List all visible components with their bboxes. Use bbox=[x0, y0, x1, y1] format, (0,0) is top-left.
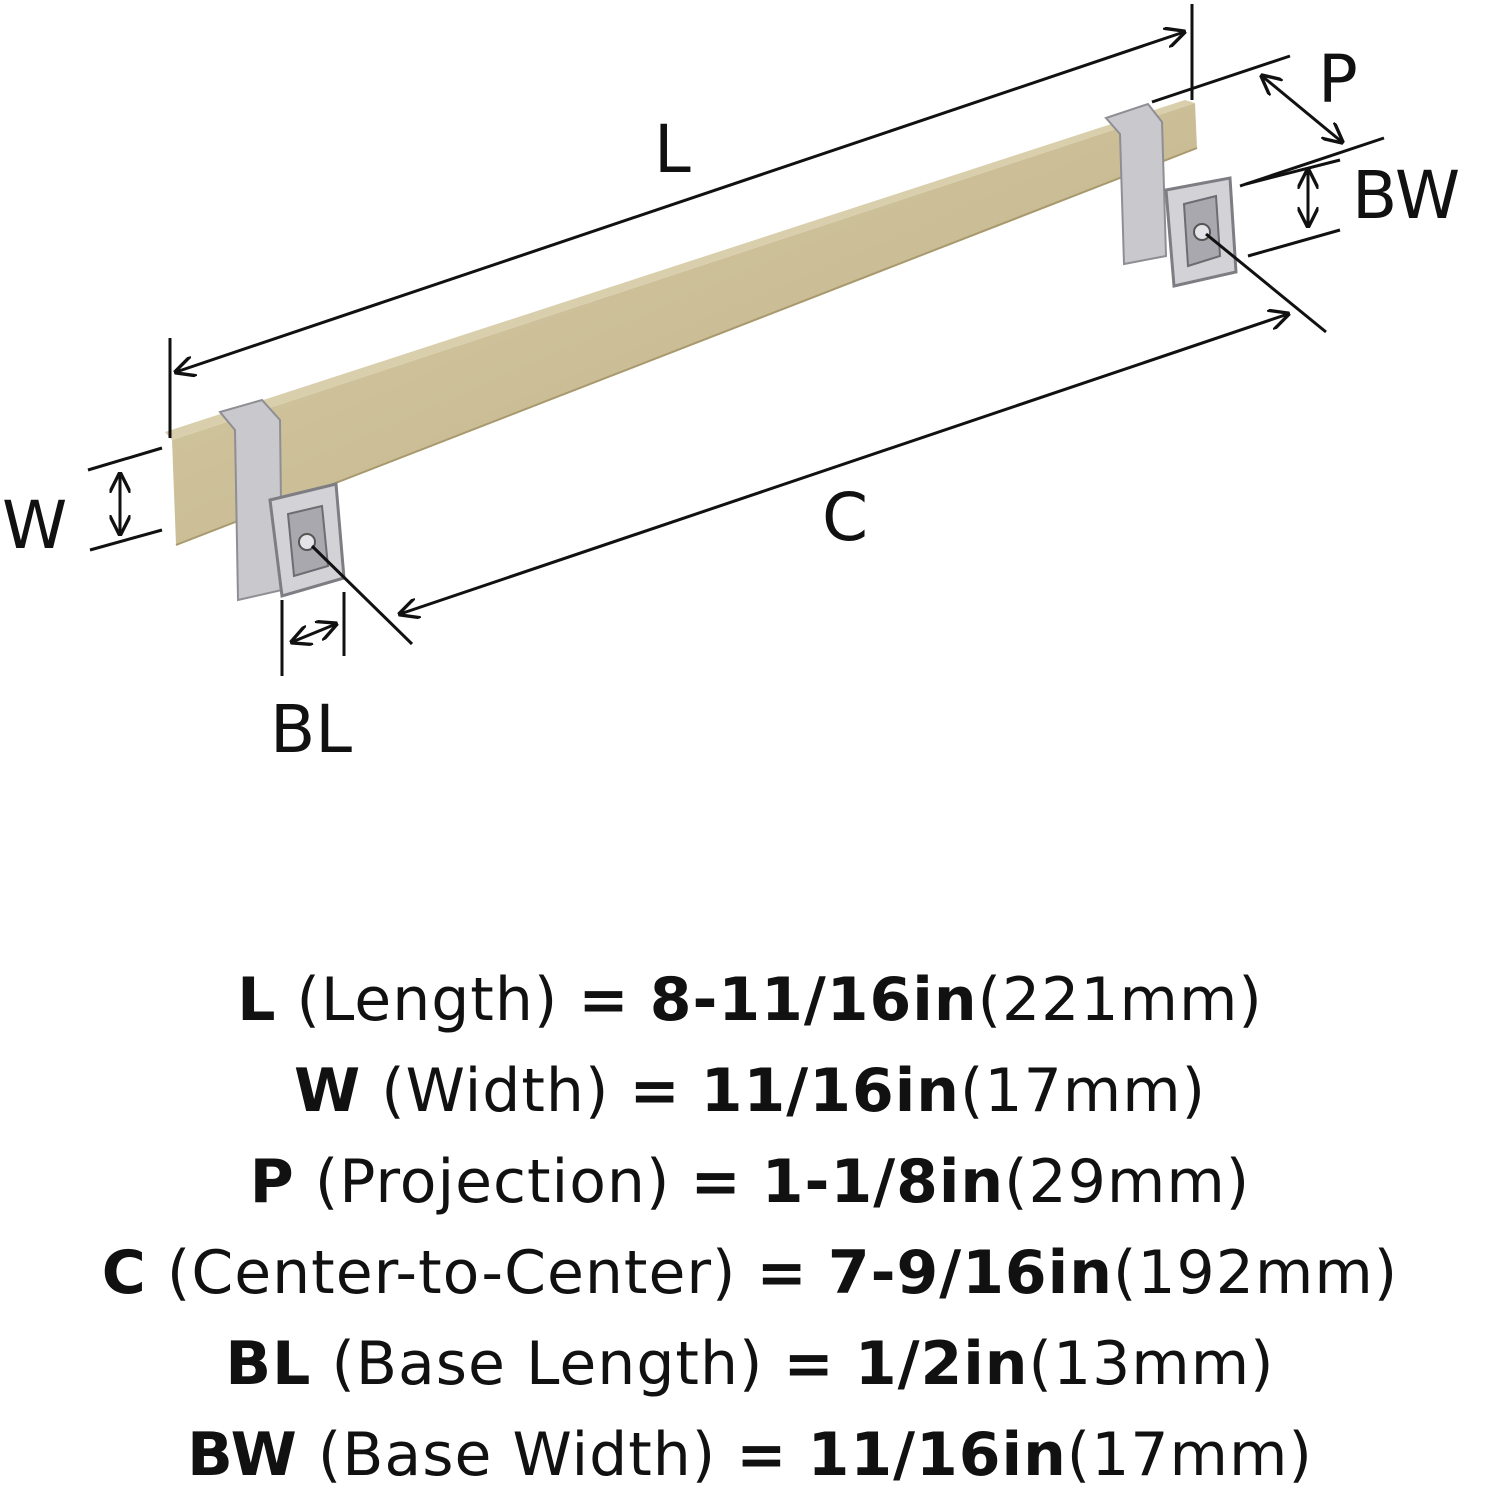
bw-extension-top bbox=[1245, 158, 1341, 186]
w-extension-bottom bbox=[89, 528, 163, 552]
spec-row-center-to-center: C (Center-to-Center) = 7-9/16in(192mm) bbox=[0, 1228, 1500, 1319]
spec-name: (Length) bbox=[296, 965, 559, 1035]
spec-equals: = bbox=[690, 1147, 742, 1217]
spec-inches: 1/2in bbox=[854, 1329, 1029, 1399]
p-extension-top bbox=[1151, 54, 1291, 104]
spec-inches: 11/16in bbox=[807, 1420, 1067, 1490]
spec-inches: 7-9/16in bbox=[827, 1238, 1113, 1308]
spec-mm: (192mm) bbox=[1112, 1238, 1399, 1308]
label-bl: BL bbox=[270, 691, 352, 768]
spec-mm: (29mm) bbox=[1004, 1147, 1251, 1217]
spec-mm: (17mm) bbox=[1066, 1420, 1313, 1490]
spec-row-length: L (Length) = 8-11/16in(221mm) bbox=[0, 955, 1500, 1046]
spec-equals: = bbox=[756, 1238, 808, 1308]
c-extension-right bbox=[1205, 232, 1327, 334]
spec-code: BW bbox=[187, 1420, 298, 1490]
spec-mm: (13mm) bbox=[1028, 1329, 1275, 1399]
right-base-post bbox=[1104, 102, 1168, 266]
left-screw bbox=[298, 533, 316, 551]
spec-inches: 11/16in bbox=[700, 1056, 960, 1126]
label-l: L bbox=[654, 111, 691, 188]
spec-equals: = bbox=[578, 965, 630, 1035]
spec-equals: = bbox=[783, 1329, 835, 1399]
spec-equals: = bbox=[629, 1056, 681, 1126]
spec-row-width: W (Width) = 11/16in(17mm) bbox=[0, 1046, 1500, 1137]
spec-inches: 1-1/8in bbox=[761, 1147, 1005, 1217]
p-dimension-arrow bbox=[1262, 76, 1342, 142]
spec-mm: (221mm) bbox=[977, 965, 1263, 1035]
spec-code: P bbox=[249, 1147, 295, 1217]
c-extension-left bbox=[310, 544, 414, 646]
spec-inches: 8-11/16in bbox=[649, 965, 978, 1035]
spec-code: BL bbox=[225, 1329, 312, 1399]
left-base bbox=[218, 398, 346, 602]
label-p: P bbox=[1318, 41, 1358, 118]
w-extension-top bbox=[87, 446, 163, 472]
spec-name: (Projection) bbox=[314, 1147, 671, 1217]
spec-code: W bbox=[293, 1056, 362, 1126]
spec-row-base-length: BL (Base Length) = 1/2in(13mm) bbox=[0, 1319, 1500, 1410]
c-dimension-arrow bbox=[400, 314, 1288, 614]
spec-row-base-width: BW (Base Width) = 11/16in(17mm) bbox=[0, 1410, 1500, 1501]
bw-extension-bottom bbox=[1247, 228, 1341, 258]
bl-dimension-arrow bbox=[292, 624, 336, 642]
dimension-specs-list: L (Length) = 8-11/16in(221mm) W (Width) … bbox=[0, 955, 1500, 1501]
spec-name: (Center-to-Center) bbox=[166, 1238, 737, 1308]
spec-row-projection: P (Projection) = 1-1/8in(29mm) bbox=[0, 1137, 1500, 1228]
label-w: W bbox=[2, 487, 67, 564]
dimension-diagram: L P BW W C BL bbox=[2, 4, 1460, 768]
spec-name: (Base Width) bbox=[317, 1420, 717, 1490]
label-bw: BW bbox=[1352, 157, 1460, 234]
spec-equals: = bbox=[736, 1420, 788, 1490]
l-dimension-arrow bbox=[176, 32, 1184, 372]
spec-code: L bbox=[237, 965, 277, 1035]
label-c: C bbox=[822, 479, 868, 556]
spec-name: (Width) bbox=[381, 1056, 610, 1126]
spec-code: C bbox=[101, 1238, 147, 1308]
spec-mm: (17mm) bbox=[959, 1056, 1207, 1126]
spec-name: (Base Length) bbox=[331, 1329, 764, 1399]
dimension-lines bbox=[87, 4, 1385, 676]
right-screw bbox=[1193, 223, 1211, 241]
